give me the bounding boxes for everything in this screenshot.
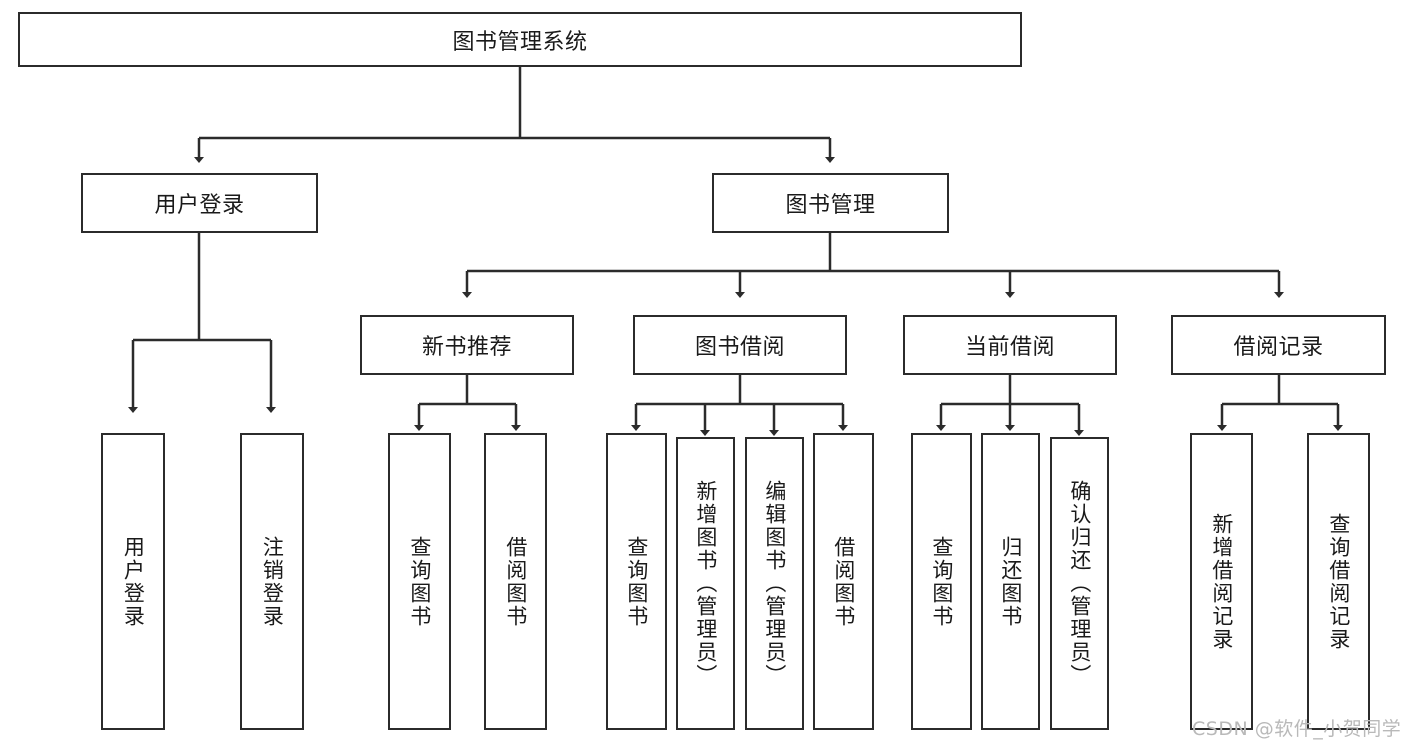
node-leaf-query-book-2[interactable]: 查询图书 [606, 433, 667, 730]
node-leaf-return-book-label: 归还图书 [998, 535, 1023, 628]
node-leaf-borrow-book-2-label: 借阅图书 [831, 535, 856, 628]
watermark-text: CSDN @软件_小贺同学 [1192, 718, 1402, 740]
node-leaf-user-logout[interactable]: 注销登录 [240, 433, 304, 730]
node-leaf-user-login-label: 用户登录 [121, 535, 146, 628]
node-leaf-edit-book-label: 编辑图书（管理员） [762, 480, 787, 687]
node-leaf-confirm-return[interactable]: 确认归还（管理员） [1050, 437, 1109, 730]
node-book-borrow-label: 图书借阅 [694, 335, 785, 360]
node-leaf-query-record-label: 查询借阅记录 [1326, 512, 1351, 651]
node-leaf-query-book-1-label: 查询图书 [407, 535, 432, 628]
node-new-book-recommend-label: 新书推荐 [421, 335, 512, 360]
node-leaf-query-record[interactable]: 查询借阅记录 [1307, 433, 1370, 730]
node-new-book-recommend[interactable]: 新书推荐 [360, 315, 574, 375]
node-current-borrow-label: 当前借阅 [964, 335, 1055, 360]
node-leaf-confirm-return-label: 确认归还（管理员） [1067, 480, 1092, 687]
node-current-borrow[interactable]: 当前借阅 [903, 315, 1117, 375]
node-user-login-label: 用户登录 [154, 193, 245, 218]
node-leaf-edit-book[interactable]: 编辑图书（管理员） [745, 437, 804, 730]
node-leaf-borrow-book-1[interactable]: 借阅图书 [484, 433, 547, 730]
node-leaf-query-book-1[interactable]: 查询图书 [388, 433, 451, 730]
node-leaf-borrow-book-1-label: 借阅图书 [503, 535, 528, 628]
node-leaf-add-record-label: 新增借阅记录 [1209, 512, 1234, 651]
node-user-login[interactable]: 用户登录 [81, 173, 318, 233]
node-leaf-borrow-book-2[interactable]: 借阅图书 [813, 433, 874, 730]
node-leaf-query-book-3[interactable]: 查询图书 [911, 433, 972, 730]
node-book-manage[interactable]: 图书管理 [712, 173, 949, 233]
node-book-borrow[interactable]: 图书借阅 [633, 315, 847, 375]
node-root[interactable]: 图书管理系统 [18, 12, 1022, 67]
node-leaf-query-book-2-label: 查询图书 [624, 535, 649, 628]
node-leaf-query-book-3-label: 查询图书 [929, 535, 954, 628]
node-borrow-record[interactable]: 借阅记录 [1171, 315, 1386, 375]
node-root-label: 图书管理系统 [452, 29, 588, 55]
node-leaf-user-login[interactable]: 用户登录 [101, 433, 165, 730]
node-leaf-add-record[interactable]: 新增借阅记录 [1190, 433, 1253, 730]
node-leaf-add-book-label: 新增图书（管理员） [693, 480, 718, 687]
node-leaf-user-logout-label: 注销登录 [260, 535, 285, 628]
node-book-manage-label: 图书管理 [785, 193, 876, 218]
node-leaf-return-book[interactable]: 归还图书 [981, 433, 1040, 730]
node-leaf-add-book[interactable]: 新增图书（管理员） [676, 437, 735, 730]
node-borrow-record-label: 借阅记录 [1233, 335, 1324, 360]
